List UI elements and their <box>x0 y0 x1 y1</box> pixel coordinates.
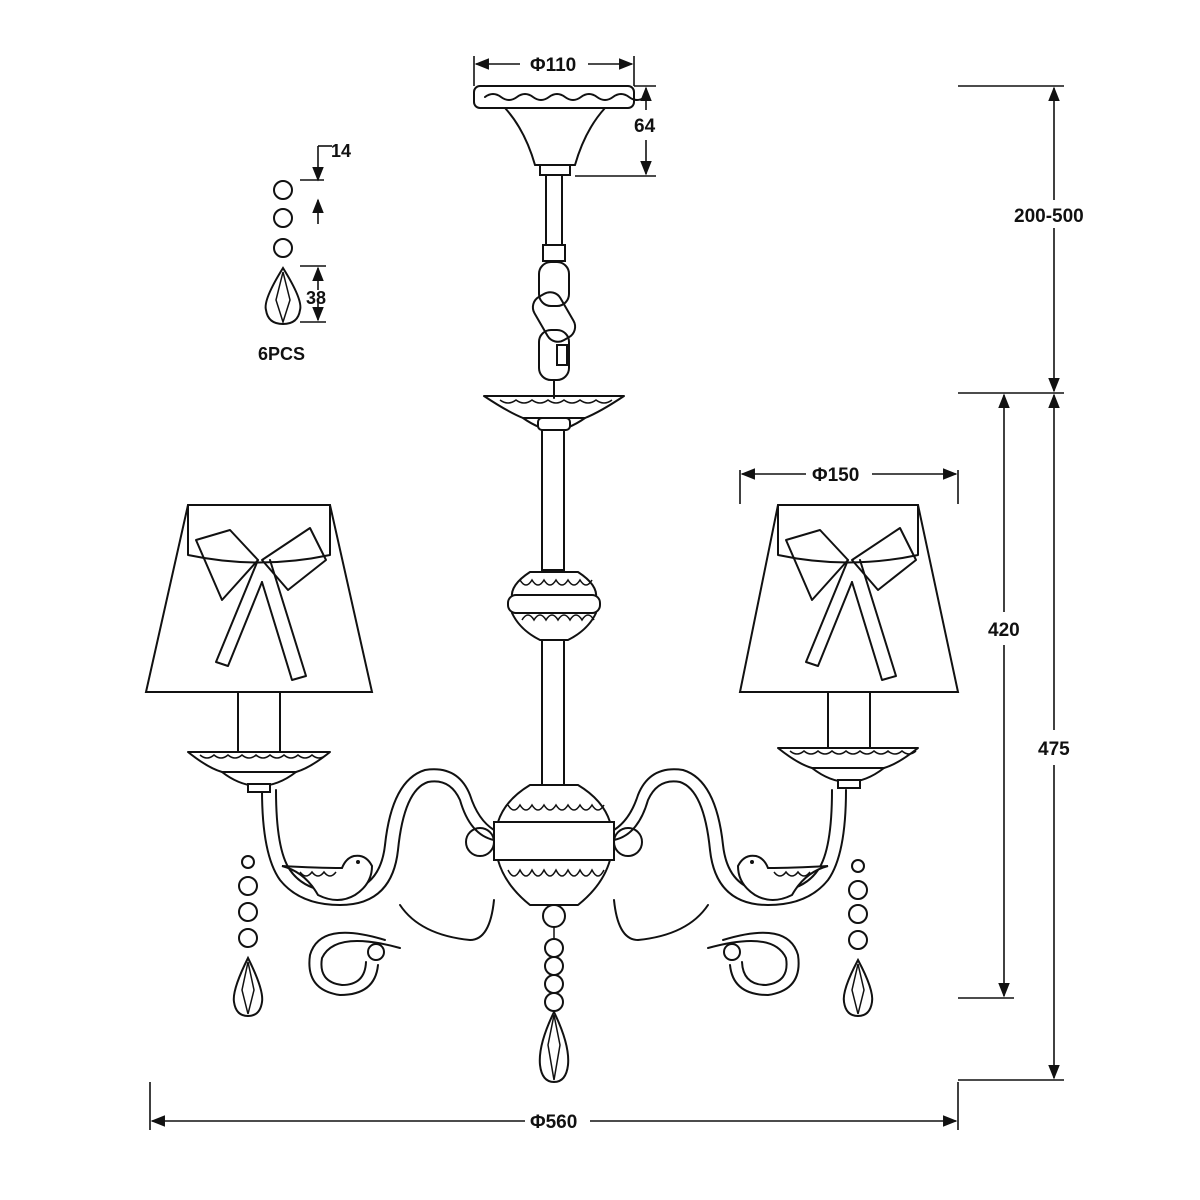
body-height-dimension <box>958 393 1014 999</box>
right-bobeche <box>777 747 919 789</box>
canopy-height-dimension <box>575 85 656 177</box>
left-lamp-shade <box>144 504 374 693</box>
left-bobeche <box>187 751 331 793</box>
right-bird-ornament <box>736 854 829 901</box>
right-candle-sleeve <box>827 691 871 749</box>
overall-diameter-label: Φ560 <box>530 1112 577 1133</box>
canopy-height-label: 64 <box>634 116 656 137</box>
central-crystal-strand <box>538 927 570 1084</box>
right-arm <box>613 768 847 996</box>
left-arm <box>261 768 495 996</box>
canopy-diameter-dimension <box>473 56 635 86</box>
central-column <box>507 429 601 786</box>
total-height-dimension <box>958 393 1064 1081</box>
crystal-detail <box>264 145 332 326</box>
central-body <box>465 784 643 928</box>
chain-length-label: 200-500 <box>1014 206 1084 227</box>
shade-diameter-label: Φ150 <box>812 465 859 486</box>
right-crystal-strand <box>842 859 874 1018</box>
left-bird-ornament <box>281 854 374 901</box>
left-crystal-strand <box>232 855 264 1018</box>
quantity-label: 6PCS <box>258 344 305 364</box>
drop-length-label: 38 <box>306 288 326 308</box>
shade-diameter-dimension <box>739 468 959 504</box>
ceiling-canopy <box>473 85 646 176</box>
chain-length-dimension <box>958 85 1064 394</box>
body-height-label: 420 <box>988 620 1020 641</box>
bead-size-label: 14 <box>331 141 351 161</box>
suspension-rod <box>542 174 566 262</box>
right-lamp-shade <box>738 504 960 693</box>
canopy-diameter-label: Φ110 <box>530 55 576 76</box>
total-height-label: 475 <box>1038 739 1070 760</box>
suspension-chain <box>531 261 577 399</box>
overall-diameter-dimension <box>149 1082 959 1130</box>
upper-bobeche <box>483 395 625 431</box>
left-candle-sleeve <box>237 691 281 753</box>
